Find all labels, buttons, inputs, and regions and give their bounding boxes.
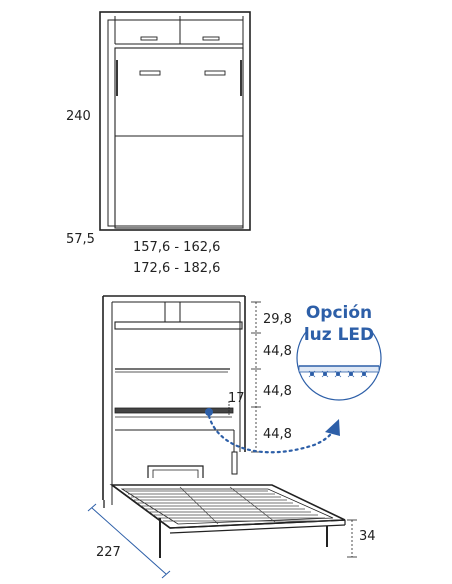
leg-height-dimension [347,519,357,558]
bed-length-dimension [87,503,171,579]
depth-dimension-label: 57,5 [66,232,95,247]
shelf-dim-label: 29,8 [263,312,292,327]
leg-height-label: 34 [359,529,376,544]
shelf-dimension-ruler [251,301,261,453]
led-location-marker [205,408,213,416]
open-cabinet [102,295,346,558]
callout-arrow [207,414,336,454]
width-dimension-label-1: 157,6 - 162,6 [133,240,220,255]
led-option-title: Opción [306,303,372,323]
closed-cabinet [99,11,251,231]
height-dimension-label: 240 [66,109,91,124]
led-option-subtitle: luz LED [304,325,374,345]
shelf-gap-label: 17 [228,391,245,406]
shelf-dim-label: 44,8 [263,344,292,359]
bed-length-label: 227 [96,545,121,560]
shelf-dim-label: 44,8 [263,384,292,399]
shelf-dim-label: 44,8 [263,427,292,442]
arrow-head-icon [325,419,340,436]
width-dimension-label-2: 172,6 - 182,6 [133,261,220,276]
